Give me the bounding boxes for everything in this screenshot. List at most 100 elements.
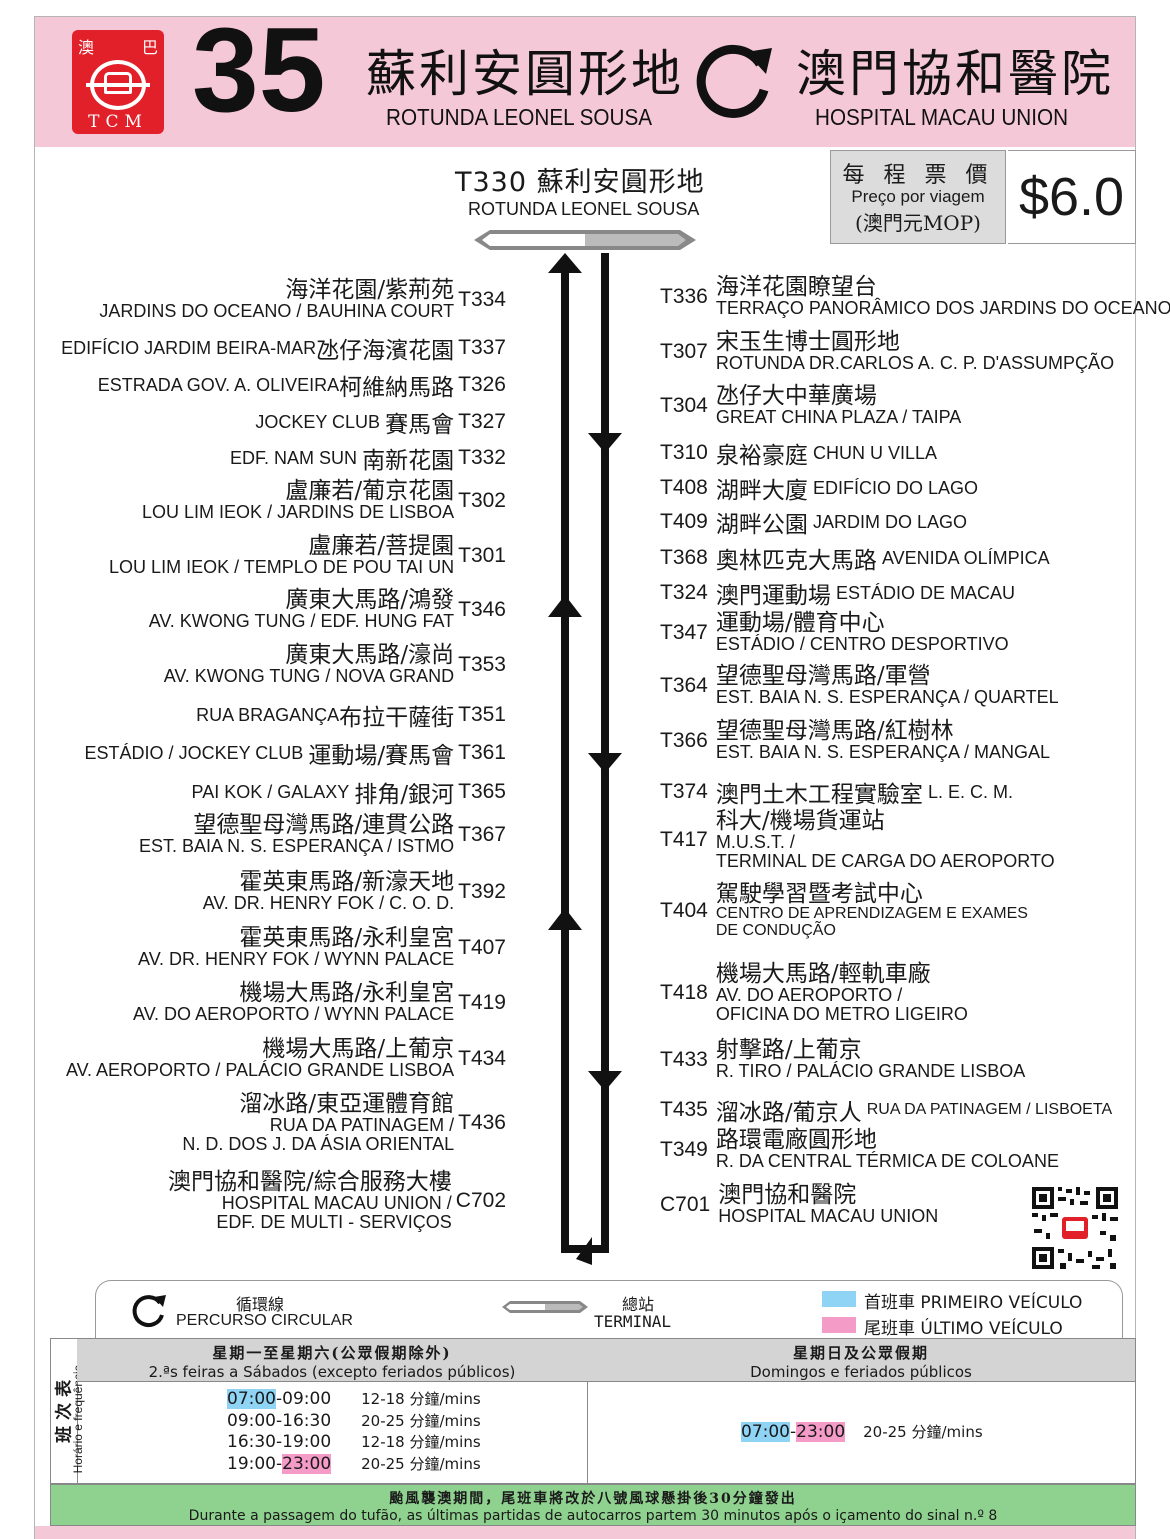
stop-name-zh: 望德聖母灣馬路/軍營 xyxy=(715,663,931,689)
stop-T324: T324 澳門運動場 ESTÁDIO DE MACAU xyxy=(660,576,1015,610)
stop-name-pt: JARDIM DO LAGO xyxy=(812,511,967,532)
stop-code: T361 xyxy=(458,741,506,764)
stop-code: T417 xyxy=(660,827,708,851)
stop-code: T434 xyxy=(458,1046,506,1070)
stop-name-zh: 湖畔公園 xyxy=(715,512,808,538)
stop-name-pt: LOU LIM IEOK / TEMPLO DE POU TAI UN xyxy=(109,557,455,578)
stop-name-pt: EDF. NAM SUN xyxy=(230,447,358,468)
stop-name-zh: 氹仔海濱花園 xyxy=(316,338,455,364)
stop-name-zh: 廣東大馬路/濠尚 xyxy=(285,642,455,668)
stop-name-pt: AV. KWONG TUNG / NOVA GRAND xyxy=(163,666,455,687)
stop-name-pt: RUA BRAGANÇA xyxy=(196,704,340,725)
stop-code: T327 xyxy=(458,410,506,433)
stop-name-pt: EST. BAIA N. S. ESPERANÇA / ISTMO xyxy=(139,836,455,857)
stop-code: T392 xyxy=(458,879,506,903)
stop-code: T332 xyxy=(458,446,506,469)
stop-code: C702 xyxy=(455,1188,506,1212)
route-line-diagram xyxy=(474,230,696,1265)
stop-name-pt: M.U.S.T. / xyxy=(715,832,795,853)
stop-code: T367 xyxy=(458,822,506,846)
legend: 循環線 PERCURSO CIRCULAR 總站 TERMINAL 首班車 PR… xyxy=(95,1280,1123,1339)
stop-name-pt: ESTÁDIO / JOCKEY CLUB xyxy=(84,742,304,763)
weekend-header-pt: Domingos e feriados públicos xyxy=(750,1363,972,1381)
stop-code: T408 xyxy=(660,476,708,499)
stop-T408: T408 湖畔大廈 EDIFÍCIO DO LAGO xyxy=(660,471,978,505)
stop-name-pt: HOSPITAL MACAU UNION / xyxy=(221,1193,452,1214)
stop-name-pt: RUA DA PATINAGEM / LISBOETA xyxy=(866,1101,1113,1118)
stop-name-zh: 澳門運動場 xyxy=(715,583,831,609)
weekend-header: 星期日及公眾假期 Domingos e feriados públicos xyxy=(587,1339,1135,1382)
weekday-header: 星期一至星期六(公眾假期除外) 2.ªs feiras a Sábados (e… xyxy=(77,1339,588,1382)
stop-name-zh: 望德聖母灣馬路/連貫公路 xyxy=(193,812,455,838)
legend-circular-zh: 循環線 xyxy=(236,1295,285,1314)
stop-T310: T310 泉裕豪庭 CHUN U VILLA xyxy=(660,436,937,470)
fare-currency: (澳門元MOP) xyxy=(855,211,981,235)
stop-code: T351 xyxy=(458,703,506,726)
stop-code: T302 xyxy=(458,488,506,512)
stop-name-pt: AV. KWONG TUNG / EDF. HUNG FAT xyxy=(148,611,455,632)
stop-name-pt: LOU LIM IEOK / JARDINS DE LISBOA xyxy=(142,502,455,523)
stop-name-zh: 盧廉若/菩提園 xyxy=(308,533,455,559)
origin-name-zh: 蘇利安圓形地 xyxy=(366,45,684,103)
tcm-logo: 澳巴 TCM xyxy=(72,30,164,134)
last-bus-swatch xyxy=(822,1317,856,1333)
qr-code-icon[interactable] xyxy=(1030,1185,1120,1271)
stop-name-pt: GREAT CHINA PLAZA / TAIPA xyxy=(715,407,962,428)
stop-code: T409 xyxy=(660,510,708,533)
weekend-header-zh: 星期日及公眾假期 xyxy=(792,1344,929,1362)
route-header xyxy=(35,17,1135,147)
legend-terminal-zh: 總站 xyxy=(622,1295,655,1314)
stop-T361: ESTÁDIO / JOCKEY CLUB 運動場/賽馬會 T361 xyxy=(85,736,506,770)
logo-char-right: 巴 xyxy=(141,38,158,57)
stop-name-zh: 排角/銀河 xyxy=(354,782,455,808)
bottom-strip xyxy=(35,1526,1135,1539)
stop-name-pt: ESTÁDIO DE MACAU xyxy=(835,582,1015,603)
stop-name-pt-line2: EDF. DE MULTI - SERVIÇOS xyxy=(216,1212,452,1233)
stop-name-pt: R. TIRO / PALÁCIO GRANDE LISBOA xyxy=(715,1061,1026,1082)
stop-name-zh: 機場大馬路/輕軌車廠 xyxy=(715,961,931,987)
timetable-side-label: 班次表 Horário e frequência xyxy=(51,1339,85,1483)
weekday-header-pt: 2.ªs feiras a Sábados (excepto feriados … xyxy=(148,1363,516,1381)
stop-name-pt: AV. AEROPORTO / PALÁCIO GRANDE LISBOA xyxy=(65,1060,455,1081)
stop-code: T404 xyxy=(660,898,708,922)
stop-name-pt: JARDINS DO OCEANO / BAUHINA COURT xyxy=(99,301,455,322)
stop-name-zh: 運動場/賽馬會 xyxy=(308,743,455,769)
legend-circular-pt: PERCURSO CIRCULAR xyxy=(176,1312,353,1329)
stop-name-zh: 機場大馬路/永利皇宮 xyxy=(239,980,455,1006)
stop-name-zh: 廣東大馬路/鴻發 xyxy=(285,587,455,613)
stop-code: T334 xyxy=(458,287,506,311)
stop-code: T326 xyxy=(458,373,506,396)
stop-name-zh: 奧林匹克大馬路 xyxy=(715,548,877,574)
stop-name-zh: 南新花園 xyxy=(362,448,455,474)
stop-code: T368 xyxy=(660,546,708,569)
stop-name-pt: ROTUNDA DR.CARLOS A. C. P. D'ASSUMPÇÃO xyxy=(715,353,1115,374)
stop-name-zh: 海洋花園瞭望台 xyxy=(715,274,877,300)
stop-name-zh: 霍英東馬路/新濠天地 xyxy=(239,869,455,895)
stop-name-pt: PAI KOK / GALAXY xyxy=(191,781,350,802)
bus-icon xyxy=(86,60,150,110)
frequency-table: 班次表 Horário e frequência 星期一至星期六(公眾假期除外)… xyxy=(50,1338,1136,1484)
stop-T365: PAI KOK / GALAXY 排角/銀河 T365 xyxy=(192,775,506,809)
stop-T409: T409 湖畔公園 JARDIM DO LAGO xyxy=(660,505,967,539)
stop-code: C701 xyxy=(660,1192,711,1216)
stop-code: T353 xyxy=(458,652,506,676)
circular-route-legend-icon xyxy=(132,1295,166,1328)
stop-name-zh: 駕駛學習暨考試中心 xyxy=(715,881,923,907)
fare-label-zh: 每 程 票 價 xyxy=(842,163,994,188)
terminal-legend-icon xyxy=(502,1301,588,1313)
stop-code: T349 xyxy=(660,1137,708,1161)
